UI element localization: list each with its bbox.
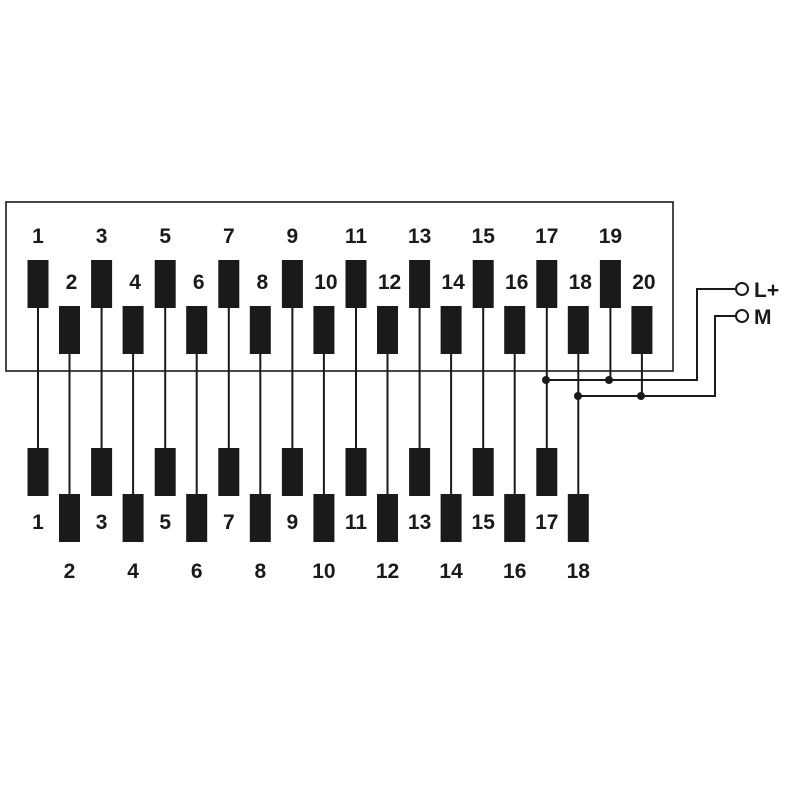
l-plus-terminal xyxy=(735,282,749,296)
top-terminal-block xyxy=(249,306,271,354)
top-terminal-label: 12 xyxy=(378,271,401,294)
m-bus xyxy=(578,315,736,397)
bottom-terminal-label: 5 xyxy=(159,511,171,534)
top-terminal-label: 11 xyxy=(345,225,368,248)
l-plus-bus xyxy=(546,288,736,381)
bottom-terminal-label: 12 xyxy=(376,560,399,583)
bottom-terminal-block xyxy=(440,494,462,542)
top-terminal-label: 9 xyxy=(287,225,299,248)
bottom-terminal-block xyxy=(377,494,398,542)
bottom-terminal-label: 18 xyxy=(567,560,591,583)
bottom-terminal-block xyxy=(218,448,240,496)
top-terminal-block xyxy=(377,306,398,354)
top-terminal-label: 13 xyxy=(408,225,431,248)
bottom-terminal-block xyxy=(536,448,558,496)
top-terminal-label: 4 xyxy=(129,271,141,294)
top-terminal-label: 17 xyxy=(535,225,558,248)
bottom-terminal-label: 17 xyxy=(535,511,558,534)
top-terminal-label: 18 xyxy=(569,271,593,294)
top-terminal-label: 15 xyxy=(472,225,496,248)
bottom-terminal-block xyxy=(59,494,80,542)
bottom-terminal-block xyxy=(567,494,589,542)
bottom-terminal-block xyxy=(504,494,526,542)
top-terminal-block xyxy=(122,306,144,354)
junction-dot xyxy=(574,392,582,400)
top-terminal-block xyxy=(536,260,558,308)
bottom-terminal-block xyxy=(409,448,431,496)
bottom-terminal-label: 10 xyxy=(312,560,335,583)
bottom-terminal-label: 1 xyxy=(32,511,44,534)
bottom-terminal-block xyxy=(154,448,176,496)
top-terminal-block xyxy=(631,306,653,354)
top-terminal-block xyxy=(472,260,494,308)
top-terminal-block xyxy=(59,306,80,354)
top-terminal-block xyxy=(504,306,526,354)
top-terminal-block xyxy=(440,306,462,354)
m-label: M xyxy=(754,306,772,329)
top-terminal-block xyxy=(313,306,335,354)
top-terminal-block xyxy=(154,260,176,308)
bottom-terminal-block xyxy=(281,448,303,496)
top-terminal-block xyxy=(567,306,589,354)
top-terminal-label: 16 xyxy=(505,271,528,294)
top-terminal-block xyxy=(91,260,113,308)
bottom-terminal-block xyxy=(249,494,271,542)
top-terminal-label: 3 xyxy=(96,225,108,248)
module-housing xyxy=(5,201,674,372)
bottom-terminal-block xyxy=(313,494,335,542)
top-terminal-label: 1 xyxy=(32,225,44,248)
bottom-terminal-label: 13 xyxy=(408,511,431,534)
bottom-terminal-label: 9 xyxy=(287,511,299,534)
top-terminal-label: 20 xyxy=(632,271,655,294)
top-terminal-label: 7 xyxy=(223,225,235,248)
bottom-terminal-label: 3 xyxy=(96,511,108,534)
top-terminal-block xyxy=(599,260,621,308)
top-terminal-block xyxy=(345,260,367,308)
junction-dot xyxy=(542,376,550,384)
top-terminal-block xyxy=(281,260,303,308)
bottom-terminal-label: 2 xyxy=(64,560,76,583)
bottom-terminal-block xyxy=(472,448,494,496)
top-terminal-label: 2 xyxy=(66,271,78,294)
bottom-terminal-block xyxy=(27,448,49,496)
bottom-terminal-block xyxy=(186,494,208,542)
top-terminal-label: 14 xyxy=(441,271,465,294)
top-terminal-label: 19 xyxy=(599,225,622,248)
m-terminal xyxy=(735,309,749,323)
l-plus-label: L+ xyxy=(754,279,779,302)
bottom-terminal-label: 15 xyxy=(472,511,496,534)
junction-dot xyxy=(637,392,645,400)
bottom-terminal-label: 14 xyxy=(439,560,463,583)
top-terminal-label: 8 xyxy=(256,271,268,294)
top-terminal-label: 5 xyxy=(159,225,171,248)
top-terminal-block xyxy=(218,260,240,308)
bottom-terminal-block xyxy=(91,448,113,496)
bottom-terminal-label: 11 xyxy=(345,511,368,534)
junction-dot xyxy=(605,376,613,384)
top-terminal-label: 6 xyxy=(193,271,205,294)
top-terminal-block xyxy=(27,260,49,308)
bottom-terminal-block xyxy=(345,448,367,496)
bottom-terminal-label: 8 xyxy=(254,560,266,583)
top-terminal-block xyxy=(409,260,431,308)
bottom-terminal-label: 7 xyxy=(223,511,235,534)
bottom-terminal-label: 6 xyxy=(191,560,203,583)
top-terminal-label: 10 xyxy=(314,271,337,294)
bottom-terminal-block xyxy=(122,494,144,542)
bottom-terminal-label: 16 xyxy=(503,560,526,583)
bottom-terminal-label: 4 xyxy=(127,560,139,583)
top-terminal-block xyxy=(186,306,208,354)
